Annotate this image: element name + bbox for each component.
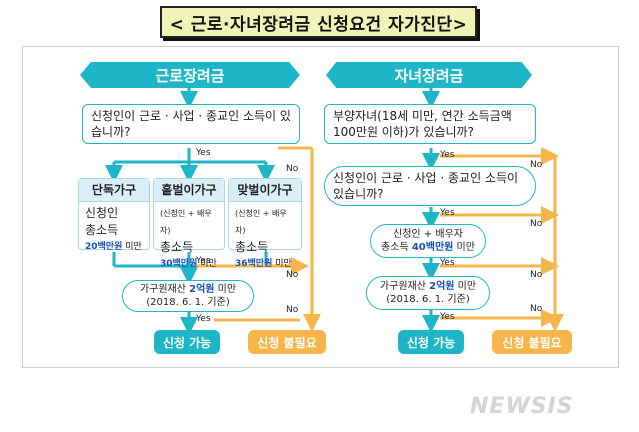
right-yes-label-3: Yes bbox=[440, 258, 455, 268]
right-no-label-3: No bbox=[530, 270, 543, 280]
right-yes-label-1: Yes bbox=[440, 150, 455, 160]
right-question-dependents: 부양자녀(18세 미만, 연간 소득금액 100만원 이하)가 있습니까? bbox=[324, 104, 536, 144]
diagram-frame bbox=[22, 46, 619, 368]
card-dual-earner-income-label: 총소득 bbox=[235, 240, 269, 254]
right-no-label-4: No bbox=[530, 304, 543, 314]
card-single-household: 단독가구 신청인 총소득 20백만원 미만 bbox=[78, 178, 150, 252]
newsis-watermark: NEWSIS bbox=[470, 394, 574, 419]
card-dual-earner-amount: 36백만원 bbox=[235, 259, 273, 269]
card-single-earner-income-label: 총소득 bbox=[160, 240, 194, 254]
card-single-title: 단독가구 bbox=[79, 179, 149, 202]
card-dual-earner-title: 맞벌이가구 bbox=[229, 179, 301, 202]
right-no-label-1: No bbox=[530, 160, 543, 170]
right-income-post: 미만 bbox=[453, 242, 475, 253]
left-yes-label-2: Yes bbox=[196, 256, 211, 266]
left-question-income: 신청인이 근로 · 사업 · 종교인 소득이 있습니까? bbox=[82, 104, 300, 144]
card-single-earner-title: 홑벌이가구 bbox=[154, 179, 224, 202]
page-title: < 근로·자녀장려금 신청요건 자가진단> bbox=[160, 6, 477, 38]
left-result-not-needed: 신청 불필요 bbox=[248, 330, 326, 354]
left-asset-post: 미만 bbox=[214, 284, 237, 295]
card-dual-earner: 맞벌이가구 (신청인 + 배우자) 총소득 36백만원 미만 bbox=[228, 178, 302, 269]
card-dual-earner-note: (신청인 + 배우자) bbox=[235, 209, 287, 235]
left-asset-condition: 가구원재산 2억원 미만 (2018. 6. 1. 기준) bbox=[122, 280, 254, 312]
left-asset-amount: 2억원 bbox=[189, 284, 215, 295]
card-single-amount: 20백만원 bbox=[85, 242, 123, 252]
right-income-who: 신청인 + 배우자 bbox=[393, 229, 463, 240]
right-asset-pre: 가구원재산 bbox=[379, 281, 430, 292]
right-asset-date: (2018. 6. 1. 기준) bbox=[386, 294, 470, 305]
right-no-label-2: No bbox=[530, 219, 543, 229]
left-asset-pre: 가구원재산 bbox=[139, 284, 190, 295]
right-income-pre: 총소득 bbox=[381, 242, 412, 253]
right-result-not-needed: 신청 불필요 bbox=[492, 330, 572, 354]
left-result-eligible: 신청 가능 bbox=[154, 330, 220, 354]
left-asset-date: (2018. 6. 1. 기준) bbox=[146, 297, 230, 308]
card-single-income-label: 총소득 bbox=[85, 223, 119, 237]
card-single-earner-amount: 30백만원 bbox=[160, 259, 198, 269]
right-asset-amount: 2억원 bbox=[429, 281, 455, 292]
right-question-income: 신청인이 근로 · 사업 · 종교인 소득이 있습니까? bbox=[324, 166, 536, 206]
card-single-earner: 홑벌이가구 (신청인 + 배우자) 총소득 30백만원 미만 bbox=[153, 178, 225, 269]
right-income-condition: 신청인 + 배우자 총소득 40백만원 미만 bbox=[370, 224, 486, 258]
right-asset-post: 미만 bbox=[454, 281, 477, 292]
right-header-child-credit: 자녀장려금 bbox=[326, 62, 532, 88]
left-yes-label-3: Yes bbox=[196, 314, 211, 324]
right-result-eligible: 신청 가능 bbox=[398, 330, 464, 354]
card-single-applicant: 신청인 bbox=[85, 206, 119, 220]
left-no-label-2: No bbox=[286, 270, 299, 280]
card-single-suffix: 미만 bbox=[122, 242, 142, 252]
right-asset-condition: 가구원재산 2억원 미만 (2018. 6. 1. 기준) bbox=[366, 276, 490, 310]
right-income-amount: 40백만원 bbox=[411, 242, 454, 253]
card-single-earner-suffix: 미만 bbox=[197, 259, 217, 269]
left-yes-label-1: Yes bbox=[196, 148, 211, 158]
right-yes-label-4: Yes bbox=[440, 312, 455, 322]
left-no-label-3: No bbox=[286, 305, 299, 315]
left-header-earned-income: 근로장려금 bbox=[80, 62, 300, 88]
card-dual-earner-suffix: 미만 bbox=[272, 259, 292, 269]
left-no-label-1: No bbox=[286, 164, 299, 174]
card-single-earner-note: (신청인 + 배우자) bbox=[160, 209, 212, 235]
right-yes-label-2: Yes bbox=[440, 208, 455, 218]
